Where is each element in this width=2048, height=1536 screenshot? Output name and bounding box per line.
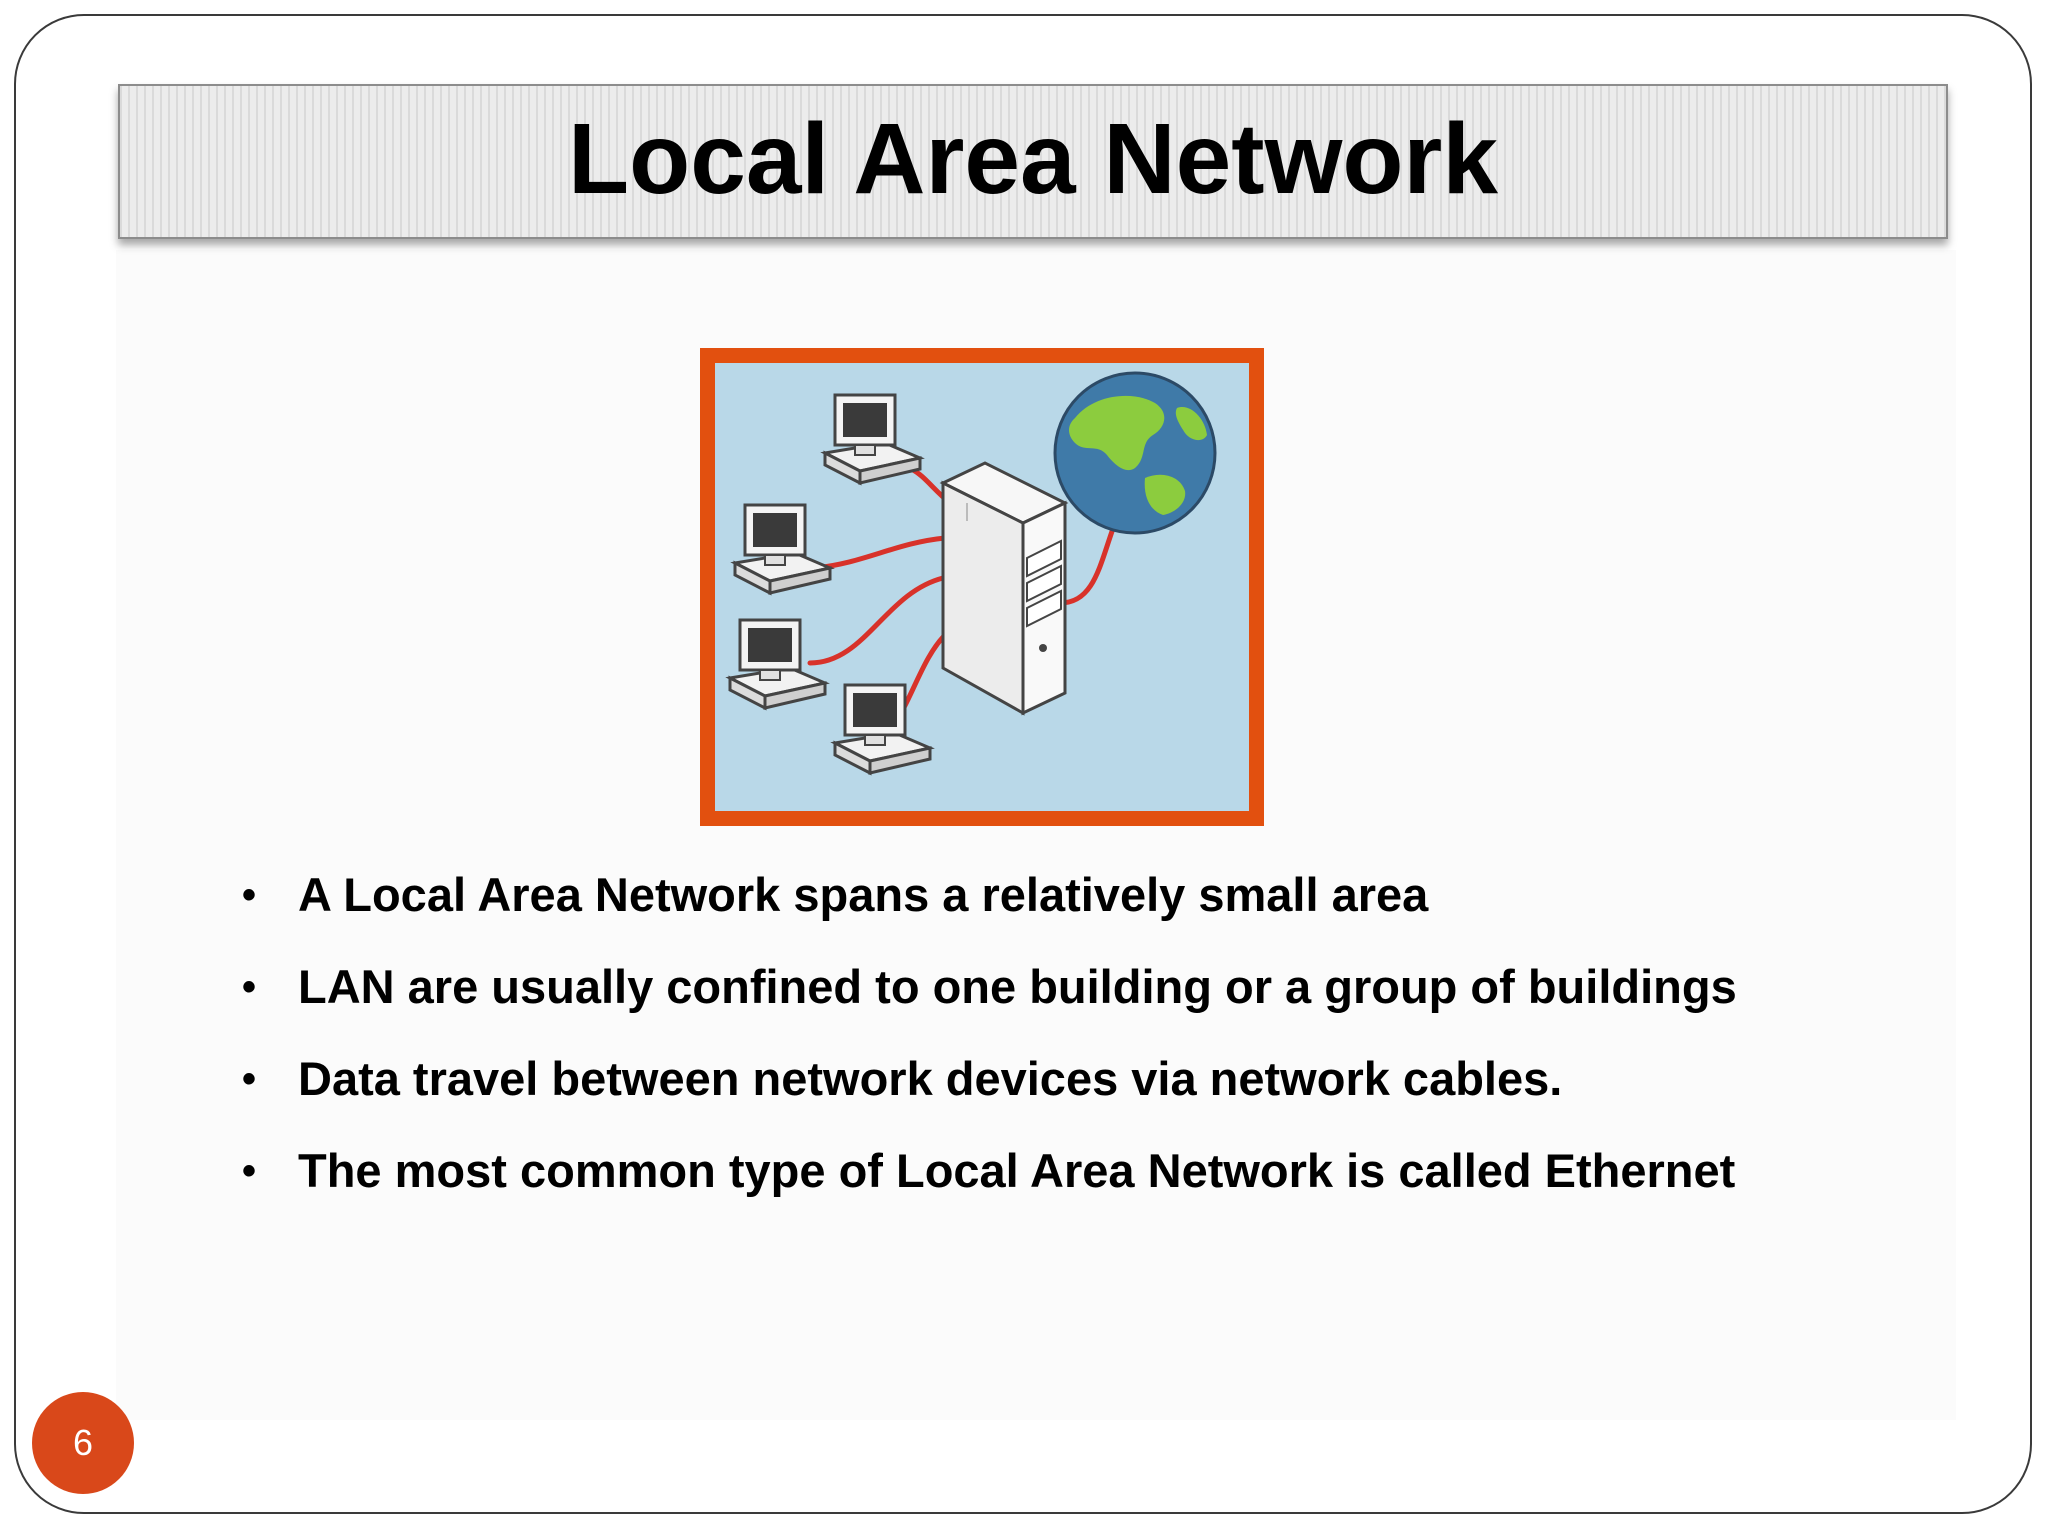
bullet-text: A Local Area Network spans a relatively … <box>298 868 1429 921</box>
page-number-badge: 6 <box>32 1392 134 1494</box>
bullet-text: LAN are usually confined to one building… <box>298 960 1737 1013</box>
bullet-glyph: • <box>242 1149 257 1193</box>
list-item: • The most common type of Local Area Net… <box>238 1136 1938 1228</box>
title-bar: Local Area Network <box>118 84 1948 239</box>
list-item: • Data travel between network devices vi… <box>238 1044 1938 1136</box>
bullet-text: The most common type of Local Area Netwo… <box>298 1144 1736 1197</box>
bullet-glyph: • <box>242 965 257 1009</box>
bullet-list: • A Local Area Network spans a relativel… <box>238 860 1938 1228</box>
list-item: • LAN are usually confined to one buildi… <box>238 952 1938 1044</box>
bullet-glyph: • <box>242 1057 257 1101</box>
bullet-text: Data travel between network devices via … <box>298 1052 1563 1105</box>
computer-icon <box>830 683 935 776</box>
computer-icon <box>730 503 835 596</box>
lan-diagram <box>725 371 1217 776</box>
globe-icon <box>1053 371 1217 535</box>
lan-illustration <box>700 348 1264 826</box>
computer-icon <box>725 618 830 711</box>
server-tower-icon <box>939 461 1069 716</box>
network-cable-icon <box>807 463 1118 741</box>
list-item: • A Local Area Network spans a relativel… <box>238 860 1938 952</box>
page-number: 6 <box>72 1422 94 1463</box>
bullet-glyph: • <box>242 873 257 917</box>
slide-title: Local Area Network <box>568 102 1498 215</box>
computer-icon <box>820 393 925 486</box>
